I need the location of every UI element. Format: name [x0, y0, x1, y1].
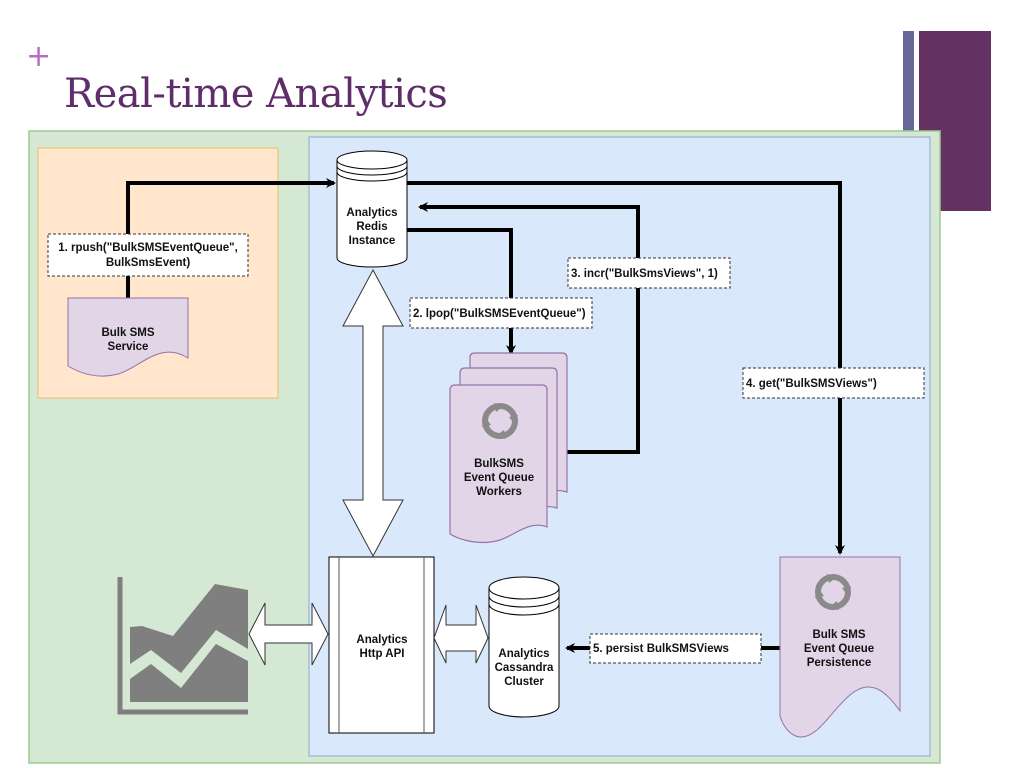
slide-title: Real-time Analytics [64, 71, 448, 117]
http-api-label-1: Analytics [356, 634, 407, 646]
persistence-label-2: Event Queue [804, 643, 874, 655]
http-cassandra-double-arrow [433, 604, 489, 664]
http-api-label-2: Http API [360, 648, 405, 660]
edge-2-label-line-1: 2. lpop("BulkSMSEventQueue") [413, 308, 586, 320]
dashboard-http-double-arrow [248, 602, 329, 666]
cassandra-label-1: Analytics [498, 648, 549, 660]
cassandra-node[interactable]: Analytics Cassandra Cluster [488, 576, 560, 718]
workers-label-3: Workers [476, 486, 522, 498]
edge-5-label: 5. persist BulkSMSViews [589, 633, 762, 664]
redis-label-2: Redis [356, 221, 387, 233]
workers-node[interactable]: BulkSMS Event Queue Workers [449, 352, 568, 544]
edge-3-label-line-1: 3. incr("BulkSmsViews", 1) [571, 268, 718, 280]
area-chart-icon [117, 577, 248, 715]
edge-1-label-line-1: 1. rpush("BulkSMSEventQueue", [58, 242, 238, 254]
edge-4-connector [407, 181, 845, 555]
edge-1-label-line-2: BulkSmsEvent) [106, 257, 191, 269]
edge-3-label: 3. incr("BulkSmsViews", 1) [567, 257, 731, 289]
redis-http-double-arrow [342, 268, 404, 558]
persistence-node[interactable]: Bulk SMS Event Queue Persistence [779, 556, 901, 738]
workers-label-1: BulkSMS [474, 458, 524, 470]
persistence-label-3: Persistence [807, 657, 872, 669]
cassandra-label-2: Cassandra [495, 662, 554, 674]
edge-4-label: 4. get("BulkSMSViews") [742, 367, 925, 399]
persistence-label-1: Bulk SMS [812, 629, 865, 641]
bulk-sms-service-label-2: Service [108, 341, 149, 353]
cassandra-label-3: Cluster [504, 676, 544, 688]
edge-2-label: 2. lpop("BulkSMSEventQueue") [409, 297, 593, 329]
edge-4-label-line-1: 4. get("BulkSMSViews") [746, 378, 877, 390]
redis-node[interactable]: Analytics Redis Instance [336, 150, 408, 268]
edge-5-label-line-1: 5. persist BulkSMSViews [593, 643, 729, 655]
bulk-sms-service-label-1: Bulk SMS [101, 327, 154, 339]
bulk-sms-service-node[interactable]: Bulk SMS Service [67, 297, 189, 377]
accent-bar-thin [903, 31, 914, 131]
slide-bullet-plus: + [26, 39, 52, 74]
edge-1-label: 1. rpush("BulkSMSEventQueue", BulkSmsEve… [47, 233, 249, 277]
workers-label-2: Event Queue [464, 472, 534, 484]
http-api-node[interactable]: Analytics Http API [328, 556, 435, 734]
redis-label-3: Instance [349, 235, 396, 247]
redis-label-1: Analytics [346, 207, 397, 219]
edge-3-connector [418, 202, 640, 454]
